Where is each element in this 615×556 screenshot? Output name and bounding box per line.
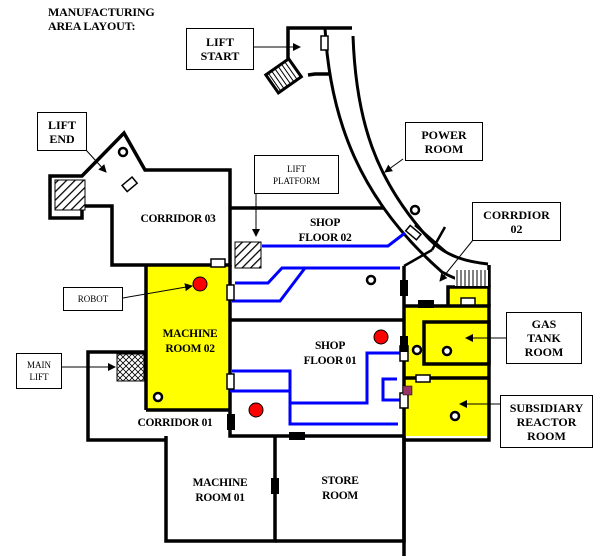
door [271, 478, 279, 494]
callout-robot: ROBOT [63, 287, 123, 311]
callout-corridor-02: CORRDIOR 02 [472, 202, 561, 241]
door [226, 373, 235, 390]
robot-marker [248, 402, 264, 418]
callout-main-lift: MAIN LIFT [16, 353, 62, 389]
fixture-circle [409, 204, 421, 216]
room-label-corridor-01: CORRIDOR 01 [137, 417, 213, 429]
callout-lift-platform: LIFT PLATFORM [254, 155, 339, 194]
robot-paths [230, 231, 406, 426]
callout-lift-start: LIFT START [186, 28, 254, 70]
callout-gas-tank-room: GAS TANK ROOM [506, 312, 582, 364]
fixture-circle [449, 410, 461, 422]
main-lift-pad[interactable] [116, 353, 145, 382]
callout-power-room: POWER ROOM [405, 122, 483, 161]
door [418, 300, 434, 308]
fixture-circle [117, 146, 129, 158]
room-label-machine-room-02: MACHINE ROOM 02 [162, 328, 218, 355]
robot-marker [192, 276, 208, 292]
fixture-circle [411, 344, 423, 356]
power-room-crossbar-2 [414, 224, 447, 253]
room-label-machine-room-01: MACHINE ROOM 01 [192, 477, 248, 504]
corridor-02-stairs [455, 270, 488, 286]
door [210, 258, 226, 268]
diagram-title: MANUFACTURING AREA LAYOUT: [48, 5, 155, 33]
door [320, 35, 329, 51]
door [227, 414, 235, 430]
power-room-crossbar [430, 226, 447, 251]
power-room-diagonal [403, 248, 433, 268]
room-label-shop-floor-02: SHOP FLOOR 02 [298, 217, 352, 244]
room-label-corridor-03: CORRIDOR 03 [140, 213, 216, 225]
robot-marker [373, 329, 389, 345]
doors-closed[interactable] [227, 280, 434, 494]
door [400, 336, 408, 352]
callout-lift-end: LIFT END [37, 112, 87, 151]
door [400, 280, 408, 296]
gas-tank-area-fill [404, 306, 489, 436]
robots[interactable] [192, 276, 389, 418]
door [289, 432, 305, 440]
lift-end-pad[interactable] [54, 179, 86, 211]
fixture-circle [365, 274, 377, 286]
door [460, 297, 476, 306]
power-room-outer-wall [351, 35, 489, 266]
lift-platform-pad[interactable] [234, 241, 262, 269]
control-panel-marker[interactable] [402, 385, 413, 396]
door [415, 374, 431, 383]
door [226, 284, 235, 301]
fixture-circle [152, 391, 164, 403]
fixtures [117, 146, 461, 422]
room-label-store-room: STORE ROOM [321, 475, 359, 502]
callout-subsidiary-reactor-room: SUBSIDIARY REACTOR ROOM [500, 395, 593, 448]
callout-arrows [61, 43, 506, 408]
door [121, 176, 139, 193]
doors-open[interactable] [121, 35, 476, 409]
lift-start-pad[interactable] [263, 56, 304, 95]
room-label-shop-floor-01: SHOP FLOOR 01 [303, 340, 357, 367]
door [404, 224, 422, 241]
corridor-02-yellow-fill [448, 287, 489, 307]
fixture-circle [441, 345, 453, 357]
